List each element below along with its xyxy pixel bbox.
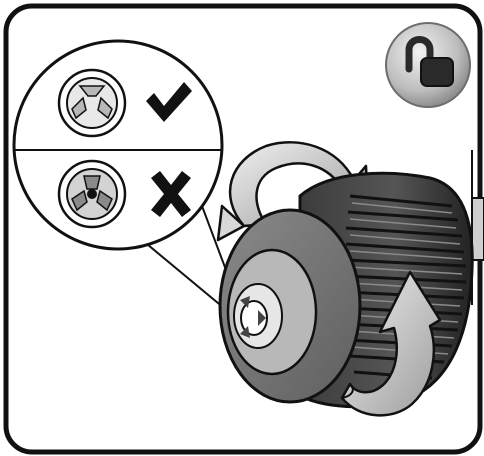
unlocked-padlock-icon [386, 23, 470, 107]
magnified-callout [14, 41, 222, 249]
correct-chuck-view [59, 70, 125, 136]
incorrect-chuck-view [59, 161, 125, 227]
